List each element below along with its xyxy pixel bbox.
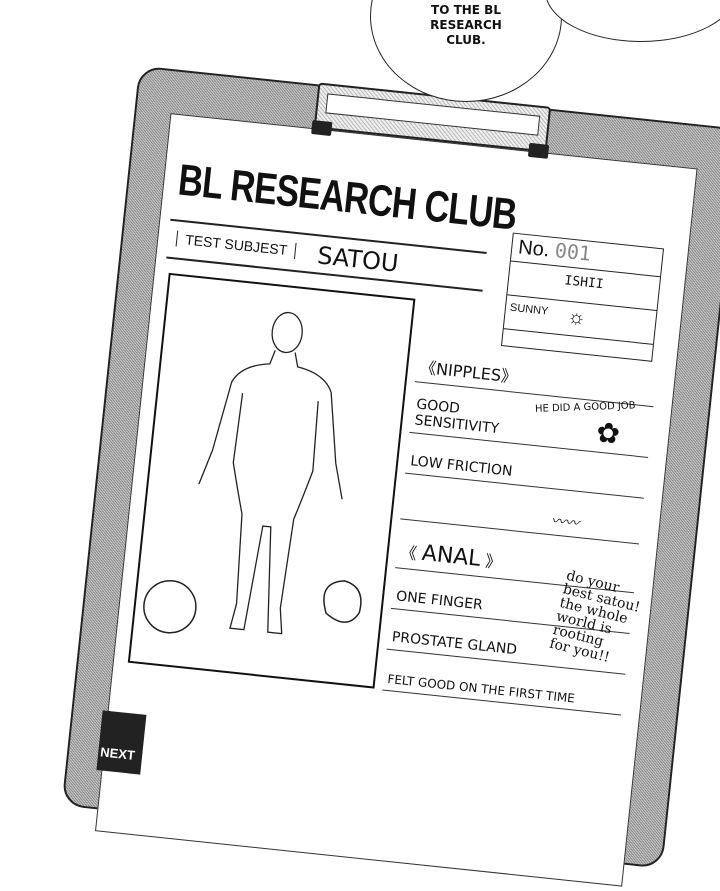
clip-tab-left — [311, 120, 333, 137]
speech-bubble: TO THE BL RESEARCH CLUB. — [370, 0, 562, 102]
clip-bar — [325, 93, 541, 136]
human-figure-icon — [143, 311, 362, 635]
note-text: ONE FINGER — [395, 588, 484, 614]
test-subject-value: SATOU — [315, 241, 400, 278]
info-box: No. 001 ISHII SUNNY☼ — [500, 232, 665, 362]
clip-tab-right — [527, 142, 550, 159]
signature-scribble: 〰〰 — [550, 513, 580, 533]
speech-line: TO THE BL — [431, 3, 501, 17]
body-diagram — [127, 272, 416, 689]
number-label: No. — [517, 236, 551, 262]
next-badge: NEXT — [96, 710, 147, 775]
speech-line: RESEARCH — [430, 18, 502, 32]
section-title: NIPPLES — [435, 359, 503, 386]
flower-stamp-icon: ✿ — [594, 415, 622, 451]
speech-line: CLUB. — [446, 33, 486, 47]
section-title: ANAL — [420, 540, 482, 572]
speech-bubble-secondary — [545, 0, 720, 42]
test-subject-label: TEST SUBJEST — [175, 230, 298, 259]
weather-label: SUNNY — [509, 301, 549, 318]
notes-column: 《NIPPLES》 GOOD SENSITIVITY HE DID A GOOD… — [382, 341, 658, 716]
sun-icon: ☼ — [566, 305, 587, 330]
note-text: GOOD SENSITIVITY — [413, 396, 500, 438]
research-form: BL RESEARCH CLUB TEST SUBJEST SATOU No. … — [95, 113, 698, 887]
clipboard: BL RESEARCH CLUB TEST SUBJEST SATOU No. … — [61, 65, 720, 887]
good-job-stamp: HE DID A GOOD JOB — [534, 400, 636, 415]
note-text: FELT GOOD ON THE FIRST TIME — [386, 671, 576, 706]
number-value: 001 — [553, 238, 593, 266]
